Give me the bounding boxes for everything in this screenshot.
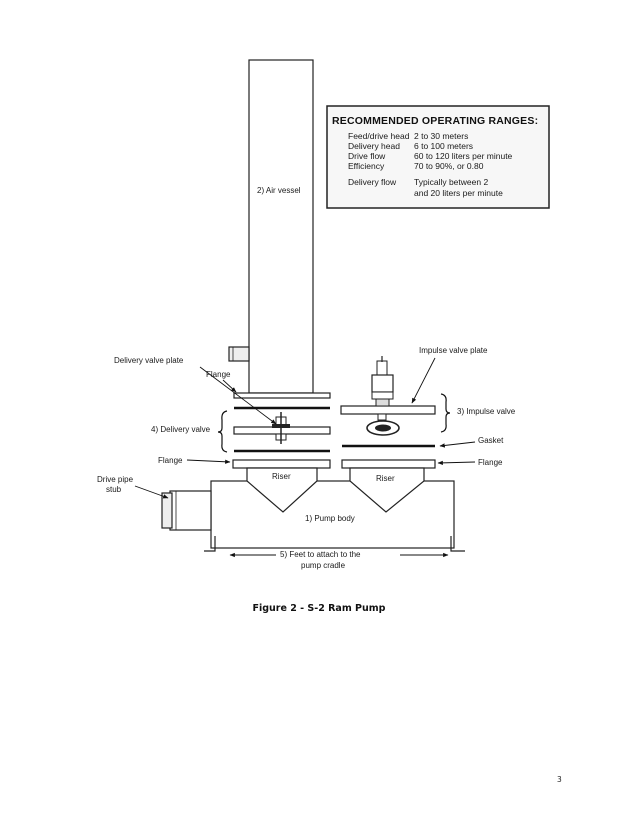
operating-ranges-box: RECOMMENDED OPERATING RANGES: Feed/drive… [326, 105, 550, 209]
range-name: Efficiency [348, 161, 385, 171]
air-vessel-label: 2) Air vessel [257, 186, 301, 195]
flange-left-label: Flange [158, 456, 183, 465]
feet-label: 5) Feet to attach to the [280, 550, 361, 559]
gasket-label: Gasket [478, 436, 504, 445]
air-vessel [228, 59, 314, 394]
range-name: Feed/drive head [348, 131, 410, 141]
figure-caption: Figure 2 - S-2 Ram Pump [252, 603, 386, 614]
flange-right [341, 459, 436, 469]
drive-pipe-stub-label: Drive pipe [97, 475, 134, 484]
delivery-valve-brace [217, 410, 228, 453]
range-value: 70 to 90%, or 0.80 [414, 161, 484, 171]
drive-pipe-stub-label: stub [106, 485, 122, 494]
range-value: Typically between 2 [414, 177, 488, 187]
range-name: Delivery head [348, 141, 400, 151]
pump-body [161, 467, 465, 552]
range-value: 60 to 120 liters per minute [414, 151, 513, 161]
air-vessel-flange [233, 392, 331, 399]
flange-top-label: Flange [206, 370, 231, 379]
impulse-valve-plate-label: Impulse valve plate [419, 346, 488, 355]
delivery-valve-label: 4) Delivery valve [151, 425, 211, 434]
riser-right-label: Riser [376, 474, 395, 483]
range-name: Drive flow [348, 151, 386, 161]
flange-left [232, 459, 331, 469]
range-value: and 20 liters per minute [414, 188, 503, 198]
impulse-valve-label: 3) Impulse valve [457, 407, 516, 416]
range-name: Delivery flow [348, 177, 397, 187]
impulse-valve-brace [440, 393, 451, 433]
range-value: 2 to 30 meters [414, 131, 468, 141]
pump-body-label: 1) Pump body [305, 514, 355, 523]
impulse-valve [340, 356, 436, 436]
delivery-valve-plate [233, 412, 331, 444]
page-number: 3 [557, 775, 562, 784]
delivery-valve-plate-label: Delivery valve plate [114, 356, 184, 365]
riser-left-label: Riser [272, 472, 291, 481]
feet-label: pump cradle [301, 561, 346, 570]
range-value: 6 to 100 meters [414, 141, 473, 151]
operating-ranges-title: RECOMMENDED OPERATING RANGES: [332, 115, 538, 127]
flange-right-label: Flange [478, 458, 503, 467]
